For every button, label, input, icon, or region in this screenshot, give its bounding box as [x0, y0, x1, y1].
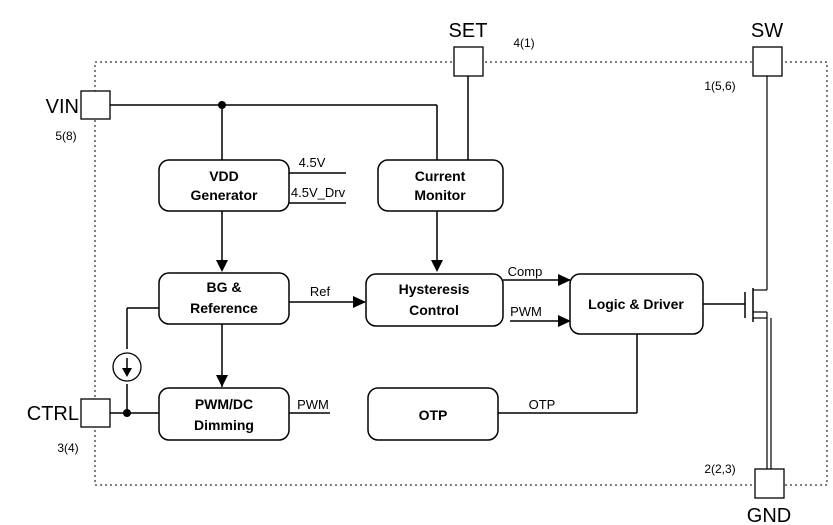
pin-ctrl: CTRL 3(4) [27, 398, 111, 455]
vdd-generator-label-2: Generator [191, 187, 258, 203]
hysteresis-control-label-2: Control [409, 302, 459, 318]
pin-sw-number: 1(5,6) [704, 79, 735, 93]
current-monitor-block: Current Monitor [377, 159, 504, 212]
pin-sw: SW 1(5,6) [704, 20, 783, 93]
signal-4-5v-drv: 4.5V_Drv [291, 185, 346, 200]
signal-otp: OTP [529, 397, 556, 412]
pin-ctrl-label: CTRL [27, 403, 79, 425]
current-monitor-label-1: Current [415, 168, 466, 184]
current-monitor-label-2: Monitor [414, 187, 466, 203]
pwm-dc-dimming-label-1: PWM/DC [195, 396, 253, 412]
pin-set-number: 4(1) [513, 36, 534, 50]
pin-gnd-number: 2(2,3) [704, 462, 735, 476]
pin-vin-number: 5(8) [55, 129, 76, 143]
bg-reference-block: BG & Reference [158, 272, 290, 325]
signal-4-5v: 4.5V [299, 155, 326, 170]
pin-set-label: SET [449, 20, 488, 42]
vdd-generator-block: VDD Generator [158, 159, 290, 212]
wires [110, 75, 772, 469]
hysteresis-control-label-1: Hysteresis [399, 281, 470, 297]
pwm-dc-dimming-label-2: Dimming [194, 417, 254, 433]
bg-reference-label-2: Reference [190, 300, 258, 316]
hysteresis-control-block: Hysteresis Control [365, 273, 504, 327]
pin-ctrl-number: 3(4) [57, 441, 78, 455]
logic-driver-label: Logic & Driver [588, 296, 684, 312]
signal-pwm-out: PWM [297, 397, 329, 412]
pin-set: SET 4(1) [449, 20, 535, 77]
pin-vin: VIN 5(8) [46, 90, 111, 143]
vdd-generator-label-1: VDD [209, 168, 239, 184]
signal-pwm-in: PWM [510, 304, 542, 319]
bg-reference-label-1: BG & [207, 279, 242, 295]
pin-sw-label: SW [751, 20, 783, 42]
otp-label: OTP [419, 407, 448, 423]
signal-ref: Ref [310, 284, 331, 299]
pwm-dc-dimming-block: PWM/DC Dimming [158, 387, 290, 441]
pin-gnd: GND 2(2,3) [704, 462, 791, 525]
pin-gnd-label: GND [747, 505, 791, 525]
logic-driver-block: Logic & Driver [569, 273, 704, 335]
otp-block: OTP [367, 387, 499, 441]
pin-vin-label: VIN [46, 96, 79, 118]
signal-comp: Comp [508, 264, 543, 279]
